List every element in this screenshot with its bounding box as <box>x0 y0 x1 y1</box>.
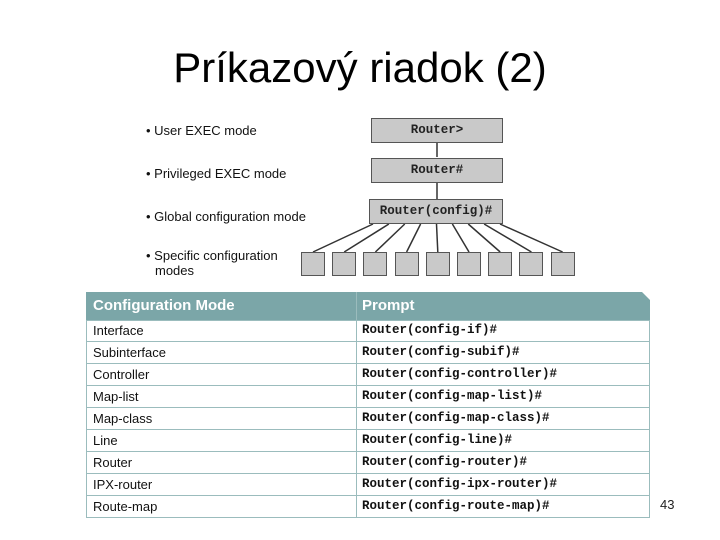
table-row: Route-map Router(config-route-map)# <box>86 496 650 518</box>
specific-mode-box <box>363 252 388 276</box>
specific-mode-box <box>332 252 357 276</box>
bullet-user-exec: • User EXEC mode <box>146 123 257 138</box>
cell-prompt: Router(config-map-class)# <box>362 411 550 425</box>
fan-line <box>451 223 470 253</box>
table-row: Line Router(config-line)# <box>86 430 650 452</box>
table-header: Configuration Mode Prompt <box>86 292 650 320</box>
cell-mode: Router <box>93 455 133 470</box>
fan-line <box>467 223 501 253</box>
cell-mode: Line <box>93 433 118 448</box>
slide-title: Príkazový riadok (2) <box>173 44 547 91</box>
fan-line <box>312 223 374 253</box>
bullet-privileged-exec: • Privileged EXEC mode <box>146 166 287 181</box>
cell-mode: Controller <box>93 367 150 382</box>
specific-mode-box <box>394 252 419 276</box>
fan-line <box>499 223 563 253</box>
header-prompt: Prompt <box>362 297 415 314</box>
prompt-box-privileged-exec: Router# <box>371 158 503 183</box>
prompt-box-user-exec: Router> <box>371 118 503 143</box>
bullet-global-config: • Global configuration mode <box>146 209 306 224</box>
specific-mode-box <box>457 252 481 276</box>
cell-prompt: Router(config-router)# <box>362 455 528 469</box>
specific-mode-box <box>301 252 325 276</box>
specific-mode-box <box>519 252 544 276</box>
cell-mode: Map-class <box>93 411 153 426</box>
specific-mode-box <box>425 252 450 276</box>
fan-line <box>343 223 390 253</box>
table-row: Subinterface Router(config-subif)# <box>86 342 650 364</box>
table-row: Router Router(config-router)# <box>86 452 650 474</box>
fan-line <box>435 223 439 253</box>
cell-prompt: Router(config-if)# <box>362 323 498 337</box>
connector-fan <box>312 223 563 253</box>
cell-mode: IPX-router <box>93 477 153 492</box>
bullet-specific-config-cont: modes <box>155 263 195 278</box>
cell-prompt: Router(config-subif)# <box>362 345 520 359</box>
cell-mode: Subinterface <box>93 345 166 360</box>
table-row: Map-class Router(config-map-class)# <box>86 408 650 430</box>
table-row: Controller Router(config-controller)# <box>86 364 650 386</box>
prompt-box-global-config: Router(config)# <box>369 199 503 224</box>
header-configuration-mode: Configuration Mode <box>93 297 235 314</box>
cell-mode: Map-list <box>93 389 139 404</box>
table-row: Interface Router(config-if)# <box>86 320 650 342</box>
cell-prompt: Router(config-ipx-router)# <box>362 477 558 491</box>
cell-mode: Route-map <box>93 499 158 514</box>
fan-line <box>405 223 422 253</box>
specific-mode-box <box>488 252 513 276</box>
cell-prompt: Router(config-route-map)# <box>362 499 550 513</box>
specific-mode-box <box>550 252 575 276</box>
table-row: IPX-router Router(config-ipx-router)# <box>86 474 650 496</box>
fan-line <box>483 223 532 253</box>
cell-prompt: Router(config-controller)# <box>362 367 558 381</box>
page-number: 43 <box>660 497 675 512</box>
column-separator <box>356 292 357 518</box>
table-row: Map-list Router(config-map-list)# <box>86 386 650 408</box>
cell-mode: Interface <box>93 323 144 338</box>
bullet-specific-config: • Specific configuration <box>146 248 278 263</box>
fan-line <box>374 223 406 253</box>
cell-prompt: Router(config-map-list)# <box>362 389 543 403</box>
cell-prompt: Router(config-line)# <box>362 433 513 447</box>
